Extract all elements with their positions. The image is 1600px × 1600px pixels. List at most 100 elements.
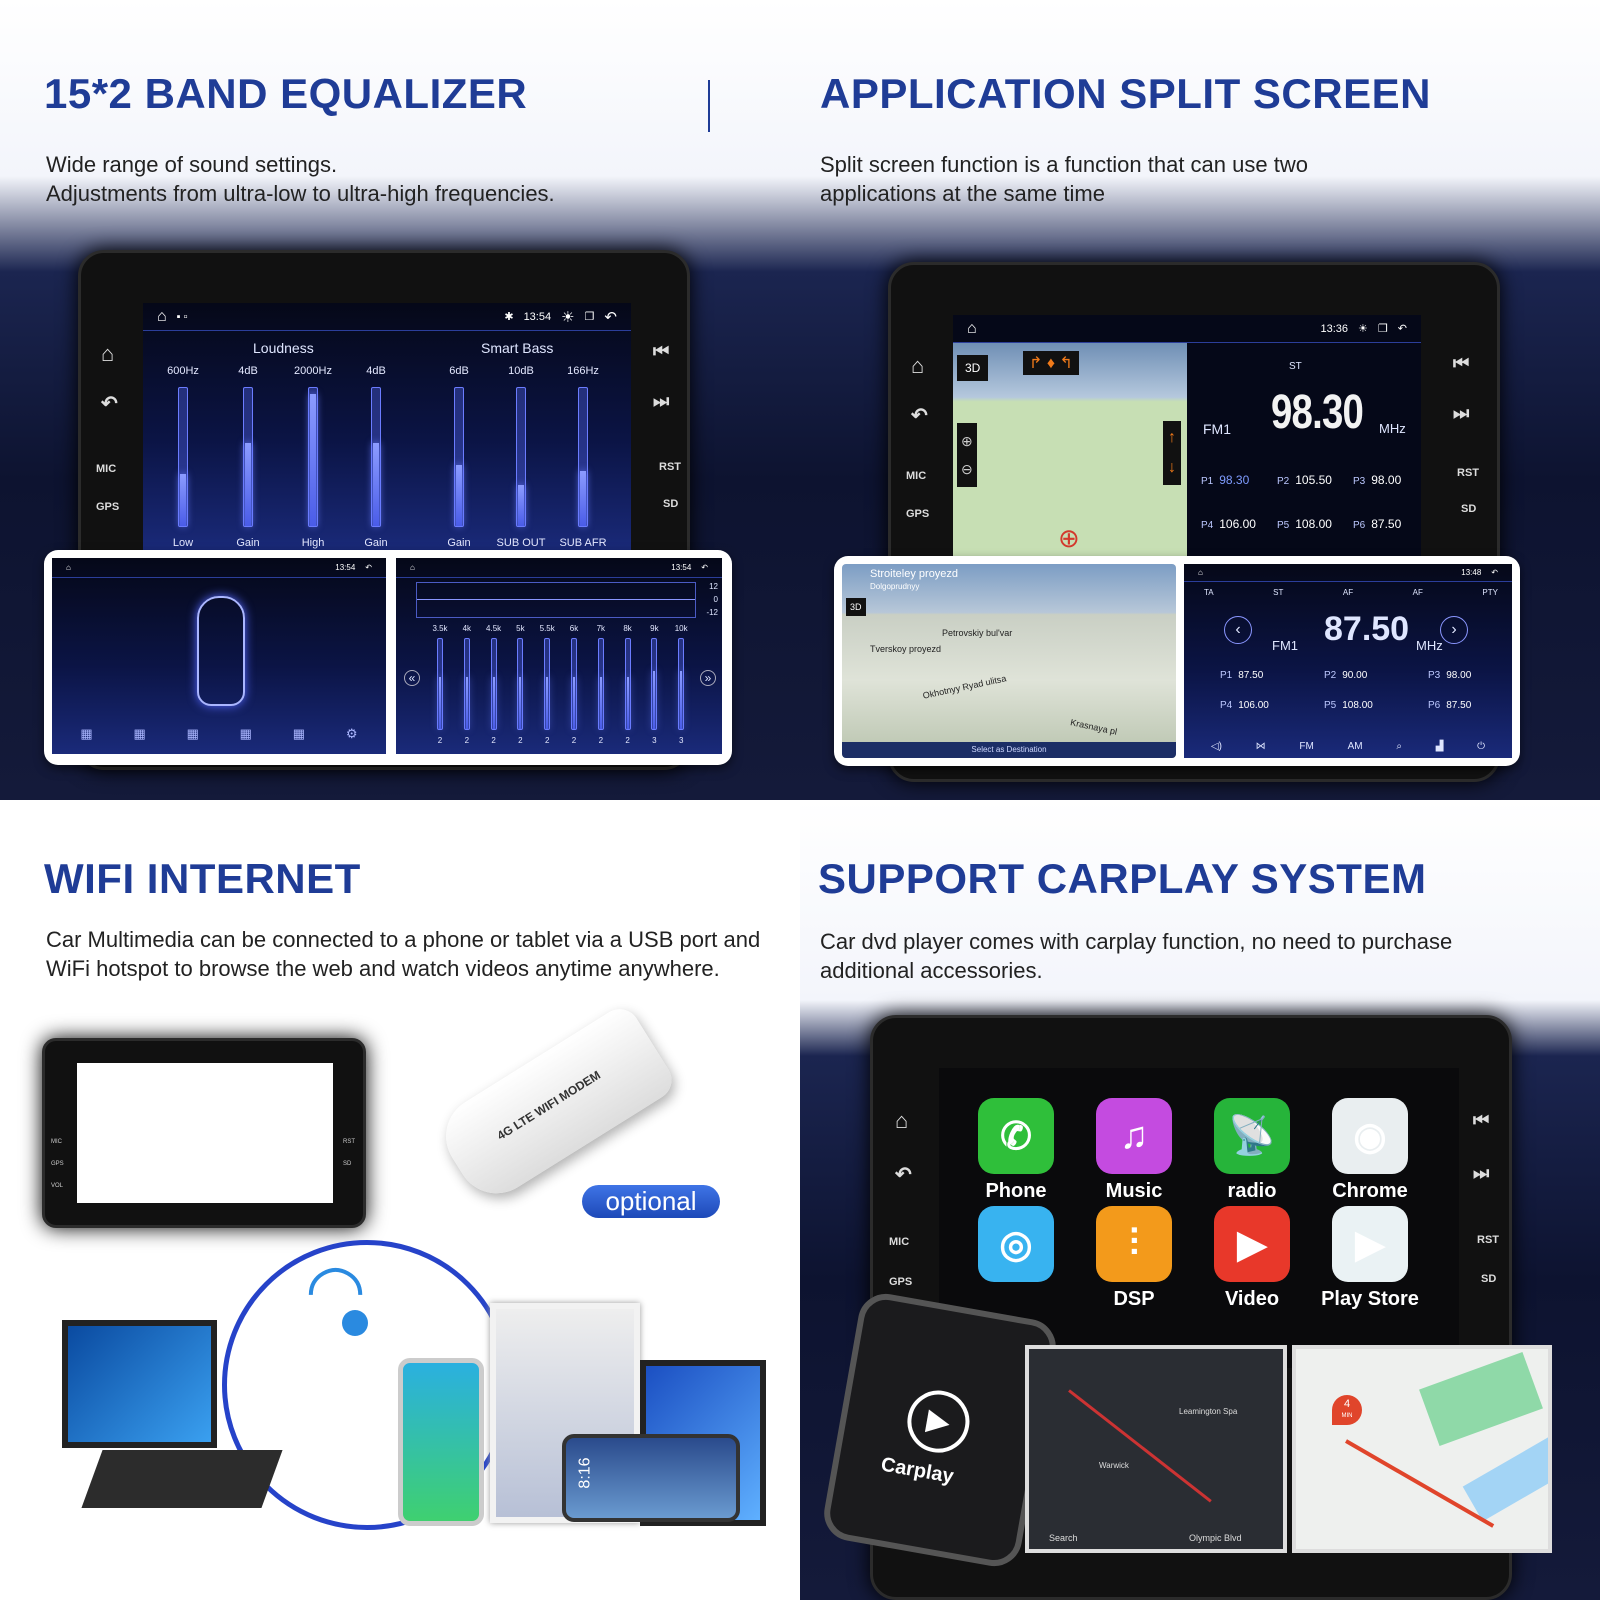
brightness-icon[interactable]: ☀ <box>561 308 575 326</box>
eq-slider[interactable] <box>516 387 526 527</box>
back-button[interactable]: ↶ <box>911 405 928 427</box>
app-label: Play Store <box>1321 1288 1419 1310</box>
prev-track-button[interactable]: ⏮ <box>1453 353 1470 373</box>
app-dsp[interactable]: ⫶DSP <box>1095 1206 1173 1311</box>
navigation-pane[interactable]: 3D ↱ ♦ ↰ ⊕⊖ ↑↓ ⊕ <box>953 343 1187 560</box>
back-icon[interactable]: ↶ <box>1491 568 1498 577</box>
windows-icon[interactable]: ❐ <box>584 311 595 323</box>
loudness-heading: Loudness <box>253 340 314 356</box>
app-phone[interactable]: ✆Phone <box>977 1098 1055 1203</box>
play-icon: ▶ <box>902 1385 975 1458</box>
home-button[interactable]: ⌂ <box>101 341 115 366</box>
back-icon[interactable]: ↶ <box>1397 323 1407 335</box>
windows-icon[interactable]: ❐ <box>1377 323 1388 335</box>
seek-forward-button[interactable]: › <box>1440 616 1468 644</box>
back-icon[interactable]: ↶ <box>365 563 372 572</box>
eq-band-slider[interactable] <box>490 638 497 730</box>
home-icon[interactable]: ⌂ <box>157 307 167 325</box>
search-icon[interactable]: ⌕ <box>1396 741 1402 752</box>
app-play-store[interactable]: ▶Play Store <box>1321 1206 1419 1311</box>
eq-slider[interactable] <box>243 387 253 527</box>
map-search-button[interactable]: Search <box>1049 1533 1078 1543</box>
eq-band-slider[interactable] <box>624 638 631 730</box>
fm-button[interactable]: FM <box>1299 741 1314 752</box>
next-track-button[interactable]: ⏭ <box>1473 1163 1490 1183</box>
rst-label: RST <box>1457 467 1479 479</box>
next-page-button[interactable]: » <box>700 670 716 686</box>
eq-slider[interactable] <box>308 387 318 527</box>
eq-band-slider[interactable] <box>437 638 443 730</box>
preset-buttons[interactable]: ▦▦▦▦▦⚙ <box>60 726 378 748</box>
seek-back-button[interactable]: ‹ <box>1224 616 1252 644</box>
prev-track-button[interactable]: ⏮ <box>653 341 670 361</box>
select-destination-bar[interactable]: Select as Destination <box>842 742 1176 758</box>
eq-band-slider[interactable] <box>678 638 685 730</box>
home-button[interactable]: ⌂ <box>895 1108 909 1133</box>
3d-button[interactable]: 3D <box>957 355 989 381</box>
band-value: 3 <box>652 736 657 745</box>
eq-band-slider[interactable] <box>651 638 658 730</box>
eq-slider[interactable] <box>178 387 188 527</box>
scroll-arrows[interactable]: ↑↓ <box>1163 421 1181 485</box>
eq-band-slider[interactable] <box>571 638 577 730</box>
band-value: 2 <box>625 736 630 745</box>
eq-band-slider[interactable] <box>597 638 604 730</box>
home-icon[interactable]: ⌂ <box>1198 568 1203 577</box>
eq-band-slider[interactable] <box>517 638 524 730</box>
zoom-buttons[interactable]: ⊕⊖ <box>957 423 977 487</box>
split-description: Split screen function is a function that… <box>820 150 1560 208</box>
eq-slider[interactable] <box>454 387 464 527</box>
back-button[interactable]: ↶ <box>101 393 118 415</box>
band-value: 4dB <box>238 365 258 377</box>
clock: 13:36 <box>1320 322 1349 335</box>
app-music[interactable]: ♫Music <box>1095 1098 1173 1203</box>
volume-icon[interactable]: ◁) <box>1210 741 1222 752</box>
home-icon[interactable]: ⌂ <box>66 563 71 572</box>
am-button[interactable]: AM <box>1347 741 1363 752</box>
loop-icon[interactable]: ⋈ <box>1255 741 1266 752</box>
power-icon[interactable]: ⏻ <box>1477 741 1486 752</box>
carplay-description: Car dvd player comes with carplay functi… <box>820 929 1453 983</box>
eq-slider[interactable] <box>578 387 588 527</box>
app-radio[interactable]: 📡radio <box>1213 1098 1291 1203</box>
brightness-icon[interactable]: ☀ <box>1358 323 1368 335</box>
eq-band-slider[interactable] <box>463 638 470 730</box>
band-value: 10dB <box>508 365 534 377</box>
home-icon[interactable]: ⌂ <box>967 319 977 337</box>
water-area <box>1462 1436 1548 1522</box>
app-chrome[interactable]: ◉Chrome <box>1331 1098 1409 1203</box>
3d-navigation-screen[interactable]: Stroiteley proyezd Dolgoprudnyy 3D Petro… <box>842 564 1176 758</box>
prev-track-button[interactable]: ⏮ <box>1473 1110 1490 1130</box>
home-icon[interactable]: ⌂ <box>410 563 415 572</box>
frequency-display: 98.30 <box>1271 386 1364 439</box>
app-app[interactable]: ◎ <box>977 1206 1055 1288</box>
app-video[interactable]: ▶Video <box>1213 1206 1291 1311</box>
status-bar: ⌂▪ ▫✱13:54☀❐↶ <box>143 303 631 331</box>
home-button[interactable]: ⌂ <box>911 353 925 378</box>
next-track-button[interactable]: ⏭ <box>653 391 670 411</box>
status-bar: ⌂13:54↶ <box>52 558 386 578</box>
eq-slider[interactable] <box>371 387 381 527</box>
next-track-button[interactable]: ⏭ <box>1453 403 1470 423</box>
back-icon[interactable]: ↶ <box>701 563 708 572</box>
eq-icon[interactable]: ▟ <box>1435 741 1444 752</box>
eq-band-slider[interactable] <box>544 638 551 730</box>
back-icon[interactable]: ↶ <box>604 308 617 326</box>
3d-button[interactable]: 3D <box>846 598 866 616</box>
back-button[interactable]: ↶ <box>895 1164 912 1186</box>
prev-page-button[interactable]: « <box>404 670 420 686</box>
notification-icon: ▪ ▫ <box>176 310 188 323</box>
band-value: 2 <box>491 736 496 745</box>
